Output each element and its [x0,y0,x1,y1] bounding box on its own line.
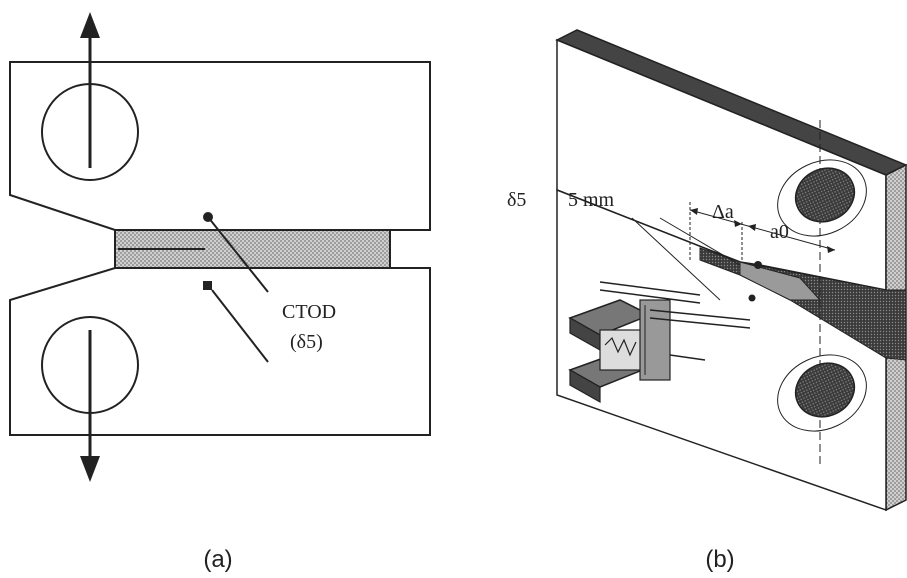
caption-b: (b) [705,546,734,573]
lower-pin-hole-b [794,362,856,418]
measurement-point-b-lower [748,294,756,302]
upper-load-arrow [80,12,100,168]
a0-arrow-right [827,246,835,253]
caption-a: (a) [203,546,232,573]
ctod-leader-lower [211,289,269,363]
measurement-point-lower [203,281,212,290]
gauge-leader [659,217,741,266]
a0-arrow-left [748,224,756,231]
gauge-length-label: 5 mm [568,189,615,211]
panel-b-specimen [555,29,907,512]
delta-a-arrow-right [734,220,742,227]
measurement-point-b-upper [754,261,762,269]
crack-extension-label: Δa [712,201,734,223]
ctod-symbol: (δ5) [290,331,323,353]
upper-pin-hole-b [794,167,856,223]
ctod-leader-upper [207,216,269,293]
ctod-label: CTOD [282,301,336,323]
lower-pin-hole-outline [777,354,867,432]
crack-dim-line [689,209,836,251]
delta-a-arrow-left [690,208,698,215]
panel-a-specimen: CTOD (δ5) [9,12,431,482]
delta5-label: δ5 [507,189,526,211]
crack-front-region [739,261,822,301]
upper-pin-hole-outline [777,159,867,237]
initial-crack-label: a0 [770,221,789,243]
clip-gauge [568,281,751,404]
delta5-leader [631,217,721,301]
lower-load-arrow [80,330,100,482]
